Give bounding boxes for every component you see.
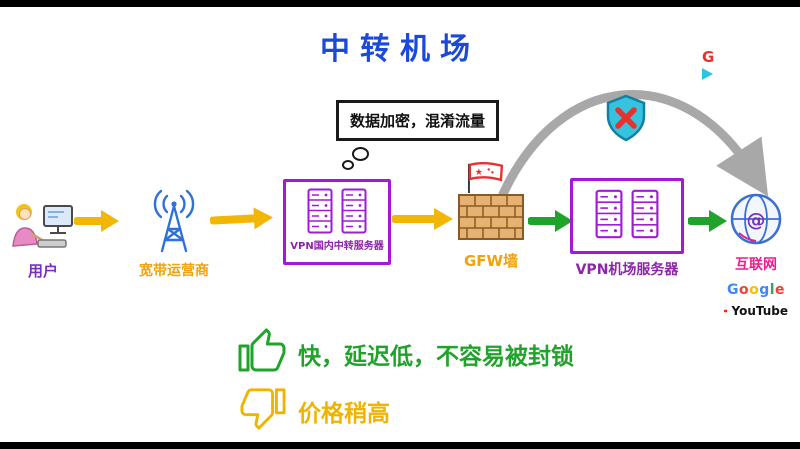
cons-text: 价格稍高 [298,401,390,427]
encryption-note-bubble: 数据加密，混淆流量 [336,100,500,141]
isp-label: 宽带运营商 [139,263,209,279]
letterbox-bar-bottom [0,442,800,449]
brick-wall-icon [458,194,524,240]
server-rack-icon [307,188,333,234]
antenna-tower-icon [153,189,195,253]
airport-server-box [570,178,684,254]
internet-node: @ 互联网 Google YouTube [724,192,788,319]
youtube-logo: YouTube [724,303,788,319]
svg-text:@: @ [747,209,766,231]
server-rack-icon [631,189,659,239]
china-flag-icon: ★ [468,162,504,194]
airport-server-label: VPN机场服务器 [575,262,679,278]
g-mark: G [702,48,715,66]
arrow-isp-to-relay [209,207,273,230]
server-racks [595,189,659,239]
pros-text: 快，延迟低，不容易被封锁 [298,344,574,370]
relay-server-box: VPN国内中转服务器 [283,179,391,265]
google-logo: Google [726,282,786,298]
svg-text:★: ★ [475,167,483,178]
thumbs-up-icon [238,328,286,372]
user-node: 用户 [6,198,80,281]
server-rack-icon [341,188,367,234]
arrow-relay-to-gfw [392,208,453,230]
arrow-user-to-isp [74,210,119,232]
internet-label: 互联网 [735,257,777,273]
diagram-title: 中转机场 [320,32,480,67]
server-rack-icon [595,189,623,239]
relay-server-label: VPN国内中转服务器 [290,241,384,252]
youtube-play-icon [724,309,728,313]
bubble-tail-icon [352,147,369,161]
play-mark-icon [702,68,713,80]
letterbox-bar-top [0,0,800,7]
bypass-curve-arrow [498,90,769,199]
user-label: 用户 [27,262,58,280]
bubble-tail-icon [342,160,354,170]
arrow-gfw-to-airport [528,210,573,232]
person-at-computer-icon [12,204,73,248]
isp-node: 宽带运营商 [134,188,214,280]
arrow-airport-to-internet [688,210,727,232]
gfw-label: GFW墙 [463,252,519,270]
server-racks [307,188,367,234]
airport-server-node: VPN机场服务器 [570,178,684,279]
thumbs-down-icon [240,388,286,430]
gfw-node: ★ GFW墙 [456,162,526,271]
shield-x-icon [606,94,646,142]
youtube-label: YouTube [731,304,788,318]
globe-at-icon: @ [730,193,782,245]
